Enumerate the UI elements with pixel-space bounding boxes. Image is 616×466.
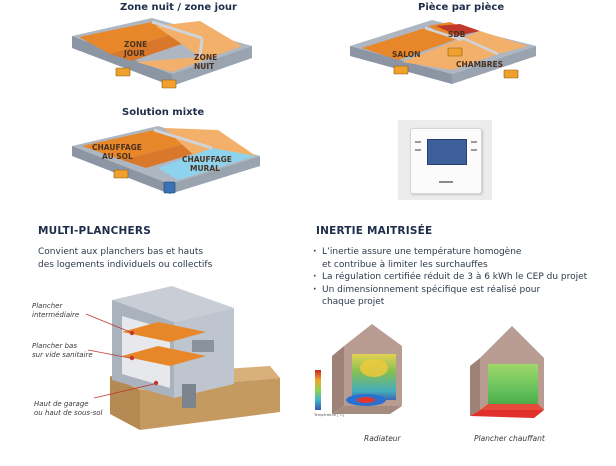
temperature-scale xyxy=(315,370,321,410)
plancher-chauffant-simulation xyxy=(470,326,544,418)
multi-description-line-1: Convient aux planchers bas et hauts xyxy=(38,247,204,257)
chauffage-mural-label-1: CHAUFFAGE xyxy=(182,155,232,164)
inertie-title: INERTIE MAITRISÉE xyxy=(316,225,433,237)
thermostat-photo xyxy=(398,120,492,200)
inertie-bullet-list: L’inertie assure une température homogèn… xyxy=(312,246,602,309)
callout-plancher-bas-1: Plancher bas xyxy=(32,342,77,350)
plan-piece-title: Pièce par pièce xyxy=(418,2,505,13)
thermostat-device xyxy=(410,128,482,194)
thermostat-icon xyxy=(115,67,131,77)
inertie-bullet-1-cont: et contribue à limiter les surchauffes xyxy=(322,259,488,270)
zone-nuit-label-2: NUIT xyxy=(194,62,215,71)
thermostat-icon xyxy=(503,69,519,79)
multi-building-diagram: Plancher intermédiaire Plancher bas sur … xyxy=(32,286,280,430)
zone-jour-floor xyxy=(79,22,182,54)
inertie-bullet-3: Un dimensionnement spécifique est réalis… xyxy=(312,284,602,297)
thermostat-button-icon xyxy=(471,149,477,151)
callout-plancher-intermediaire-2: intermédiaire xyxy=(32,311,79,319)
caption-plancher-chauffant: Plancher chauffant xyxy=(474,434,545,443)
plan-mixte-title: Solution mixte xyxy=(122,107,205,118)
chambres-floor xyxy=(462,31,528,54)
thermostat-icon xyxy=(447,47,463,57)
multi-description-line-2: des logements individuels ou collectifs xyxy=(38,260,213,270)
inertie-bullet-1: L’inertie assure une température homogèn… xyxy=(312,246,602,259)
multi-title: MULTI-PLANCHERS xyxy=(38,225,151,237)
plan-piece-floorplan: SDB SALON CHAMBRES xyxy=(350,20,536,84)
plan-mixte-floorplan: CHAUFFAGE AU SOL CHAUFFAGE MURAL xyxy=(72,126,260,194)
callout-garage-2: ou haut de sous-sol xyxy=(34,409,103,417)
thermostat-icon xyxy=(113,169,129,179)
multi-description: Convient aux planchers bas et hauts des … xyxy=(38,246,288,272)
chauffage-mural-floor xyxy=(158,148,256,180)
salon-label: SALON xyxy=(392,50,420,59)
chauffage-mural-label-2: MURAL xyxy=(190,164,220,173)
plan-zone-floorplan: ZONE JOUR ZONE NUIT xyxy=(72,18,252,89)
plan-zone-title: Zone nuit / zone jour xyxy=(120,2,237,13)
thermostat-button-icon xyxy=(471,141,477,143)
zone-jour-label-2: JOUR xyxy=(123,49,145,58)
thermostat-icon xyxy=(161,79,177,89)
callout-plancher-bas-2: sur vide sanitaire xyxy=(32,351,93,359)
callout-plancher-intermediaire-1: Plancher xyxy=(32,302,63,310)
zone-nuit-label-1: ZONE xyxy=(194,53,217,62)
salon-floor xyxy=(362,28,460,60)
callout-garage-1: Haut de garage xyxy=(34,400,89,408)
sdb-label: SDB xyxy=(448,30,466,39)
radiator-icon xyxy=(163,181,176,194)
thermostat-logo-icon xyxy=(439,181,453,183)
inertie-bullet-3-cont: chaque projet xyxy=(322,297,385,307)
plancher-bas-floor xyxy=(122,346,206,366)
inertie-bullet-2: La régulation certifiée réduit de 3 à 6 … xyxy=(312,271,602,284)
zone-jour-label-1: ZONE xyxy=(124,40,147,49)
thermostat-button-icon xyxy=(415,149,421,151)
thermostat-icon xyxy=(393,65,409,75)
radiateur-simulation: Température [°C] xyxy=(313,324,402,417)
caption-radiateur: Radiateur xyxy=(364,434,401,443)
sdb-floor xyxy=(436,24,480,36)
chambres-label: CHAMBRES xyxy=(456,60,503,69)
temperature-scale-label: Température [°C] xyxy=(313,413,345,417)
chauffage-sol-floor xyxy=(82,130,192,160)
thermostat-button-icon xyxy=(415,141,421,143)
plancher-intermediaire-floor xyxy=(122,322,206,342)
chauffage-sol-label-1: CHAUFFAGE xyxy=(92,143,142,152)
chauffage-sol-label-2: AU SOL xyxy=(102,152,133,161)
thermostat-screen xyxy=(427,139,467,165)
